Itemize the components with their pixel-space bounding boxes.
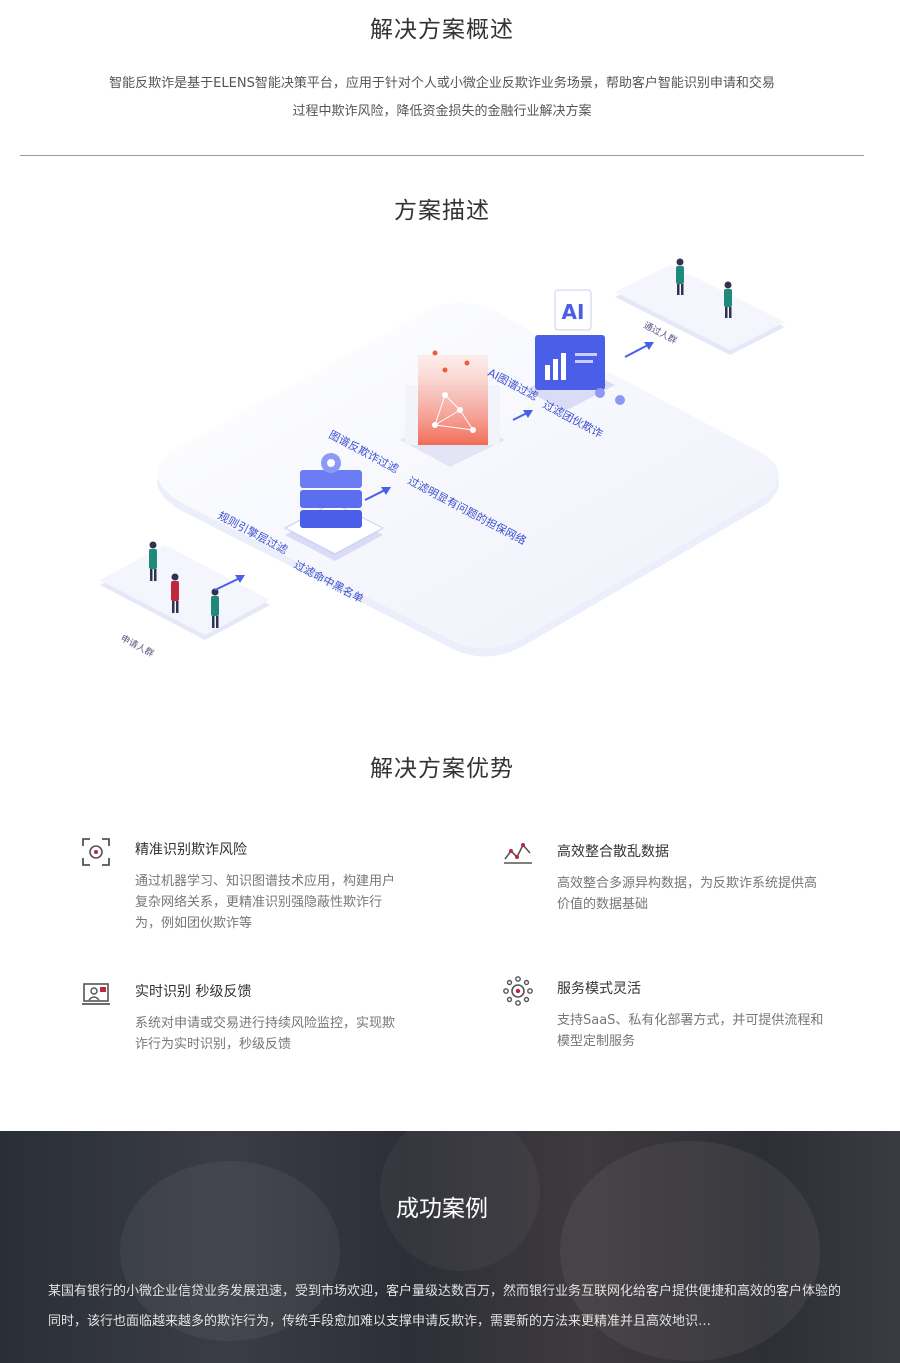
overview-line-1: 智能反欺诈是基于ELENS智能决策平台，应用于针对个人或小微企业反欺诈业务场景，… bbox=[109, 76, 775, 91]
advantage-desc: 支持SaaS、私有化部署方式，并可提供流程和模型定制服务 bbox=[557, 1013, 824, 1049]
graph-heat-cube bbox=[400, 350, 505, 467]
ai-badge: AI bbox=[562, 300, 585, 324]
description-title: 方案描述 bbox=[394, 198, 490, 224]
section-divider bbox=[20, 155, 864, 156]
flow-arrows bbox=[214, 342, 654, 591]
overview-title: 解决方案概述 bbox=[370, 17, 514, 43]
service-network-icon bbox=[503, 976, 535, 1008]
success-case-title: 成功案例 bbox=[396, 1196, 488, 1222]
background-photo-shade bbox=[560, 1141, 820, 1361]
ai-server: AI bbox=[525, 289, 625, 411]
advantages-title: 解决方案优势 bbox=[370, 756, 514, 782]
advantage-desc: 通过机器学习、知识图谱技术应用，构建用户复杂网络关系，更精准识别强隐蔽性欺诈行为… bbox=[135, 874, 396, 931]
data-chart-icon bbox=[503, 839, 535, 871]
advantage-title: 精准识别欺诈风险 bbox=[135, 842, 247, 858]
applicants-label: 申请人群 bbox=[119, 632, 156, 660]
applicant-pad: 申请人群 bbox=[100, 545, 270, 660]
overview-line-2: 过程中欺诈风险，降低资金损失的金融行业解决方案 bbox=[292, 104, 592, 119]
advantage-title: 服务模式灵活 bbox=[557, 981, 641, 997]
anti-fraud-flow-diagram: 申请人群 bbox=[95, 245, 805, 685]
advantage-desc: 高效整合多源异构数据，为反欺诈系统提供高价值的数据基础 bbox=[557, 876, 818, 912]
advantage-desc: 系统对申请或交易进行持续风险监控，实现欺诈行为实时识别，秒级反馈 bbox=[135, 1016, 396, 1052]
passers-pad: 通过人群 bbox=[615, 258, 785, 355]
advantage-title: 高效整合散乱数据 bbox=[557, 844, 669, 860]
applicant-figures bbox=[149, 541, 219, 628]
success-case-text: 某国有银行的小微企业信贷业务发展迅速，受到市场欢迎，客户量级达数百万，然而银行业… bbox=[48, 1284, 842, 1329]
target-scan-icon bbox=[81, 837, 113, 869]
background-photo-shade bbox=[120, 1161, 340, 1341]
monitor-user-icon bbox=[81, 979, 113, 1011]
success-case-banner: 成功案例 某国有银行的小微企业信贷业务发展迅速，受到市场欢迎，客户量级达数百万，… bbox=[0, 1131, 900, 1363]
rule-engine-server bbox=[283, 453, 385, 561]
background-photo-shade bbox=[380, 1131, 540, 1271]
advantage-title: 实时识别 秒级反馈 bbox=[135, 984, 252, 1000]
